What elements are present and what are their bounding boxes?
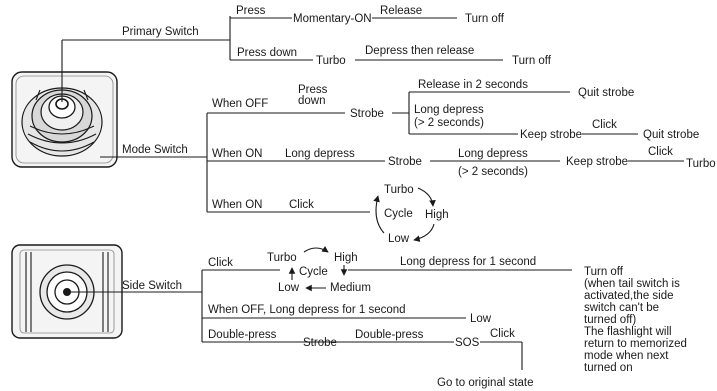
note-line: return to memorized (584, 338, 687, 350)
double-press-label-2: Double-press (355, 329, 424, 341)
click-label-1: Click (592, 119, 617, 131)
turn-off-label-2: Turn off (512, 55, 552, 67)
when-off-long-label: When OFF, Long depress for 1 second (208, 304, 406, 316)
quit-strobe-label-1: Quit strobe (578, 87, 634, 99)
side-click-label: Click (208, 257, 233, 269)
press-down-1: Press (298, 84, 328, 96)
side-cycle-low: Low (278, 282, 300, 294)
strobe-label-2: Strobe (388, 156, 422, 168)
long-depress-1s-label: Long depress for 1 second (400, 256, 536, 268)
mode-switch-label: Mode Switch (122, 144, 188, 156)
click-label-2: Click (648, 146, 673, 158)
side-switch-label: Side Switch (122, 280, 182, 292)
when-on-label-2: When ON (212, 199, 263, 211)
press-down-label: Press down (237, 47, 297, 59)
side-strobe-label: Strobe (303, 337, 337, 349)
release-2s-label: Release in 2 seconds (418, 79, 528, 91)
momentary-on-label: Momentary-ON (293, 13, 372, 25)
note-line: activated,the side (584, 290, 674, 302)
sos-click-label: Click (490, 328, 515, 340)
side-cycle-diagram: Turbo High Cycle Low Medium (267, 246, 371, 294)
note-line: The flashlight will (584, 326, 672, 338)
cycle-high: High (425, 209, 449, 221)
keep-strobe-label-2: Keep strobe (566, 156, 628, 168)
tail-cap-illustration (11, 71, 118, 168)
quit-strobe-label-2: Quit strobe (643, 129, 699, 141)
turn-off-note: (when tail switch is activated,the side … (584, 278, 687, 374)
primary-switch-branch: Primary Switch Press Momentary-ON Releas… (61, 5, 552, 102)
click-label-3: Click (289, 199, 314, 211)
when-off-label: When OFF (212, 98, 268, 110)
go-original-label: Go to original state (437, 377, 534, 389)
strobe-label-1: Strobe (350, 108, 384, 120)
side-cycle-high: High (334, 252, 358, 264)
note-line: turned on (584, 362, 633, 374)
turn-off-label-1: Turn off (465, 13, 505, 25)
when-on-label-1: When ON (212, 148, 263, 160)
turbo-end-label: Turbo (686, 158, 716, 170)
double-press-label-1: Double-press (208, 329, 277, 341)
long-depress-c2: (> 2 seconds) (458, 166, 528, 178)
cycle-label: Cycle (384, 208, 413, 220)
long-depress-c1: Long depress (458, 148, 528, 160)
note-line: (when tail switch is (584, 278, 680, 290)
long-depress-b: Long depress (285, 148, 355, 160)
cycle-low: Low (388, 233, 410, 245)
note-line: turned off) (584, 314, 636, 326)
sos-label: SOS (455, 337, 480, 349)
primary-switch-label: Primary Switch (122, 26, 199, 38)
side-switch-branch: Side Switch Click Long depress for 1 sec… (67, 256, 687, 389)
long-depress-a1: Long depress (414, 104, 484, 116)
release-label: Release (380, 5, 422, 17)
turbo-label: Turbo (316, 55, 346, 67)
press-down-2: down (298, 95, 326, 107)
side-cycle-medium: Medium (330, 282, 371, 294)
keep-strobe-label-1: Keep strobe (520, 129, 582, 141)
note-line: switch can't be (584, 302, 659, 314)
note-line: mode when next (584, 350, 669, 362)
mode-switch-branch: Mode Switch When OFF Press down Strobe R… (100, 79, 716, 213)
cycle-turbo: Turbo (384, 184, 414, 196)
side-cycle-turbo: Turbo (267, 252, 297, 264)
long-depress-a2: (> 2 seconds) (414, 117, 484, 129)
side-low-label: Low (470, 313, 492, 325)
side-turn-off-label: Turn off (584, 266, 624, 278)
side-cycle-cycle: Cycle (299, 266, 328, 278)
depress-then-release-label: Depress then release (365, 45, 474, 57)
press-label: Press (236, 5, 266, 17)
mode-cycle-diagram: Turbo Cycle High Low (373, 184, 449, 245)
